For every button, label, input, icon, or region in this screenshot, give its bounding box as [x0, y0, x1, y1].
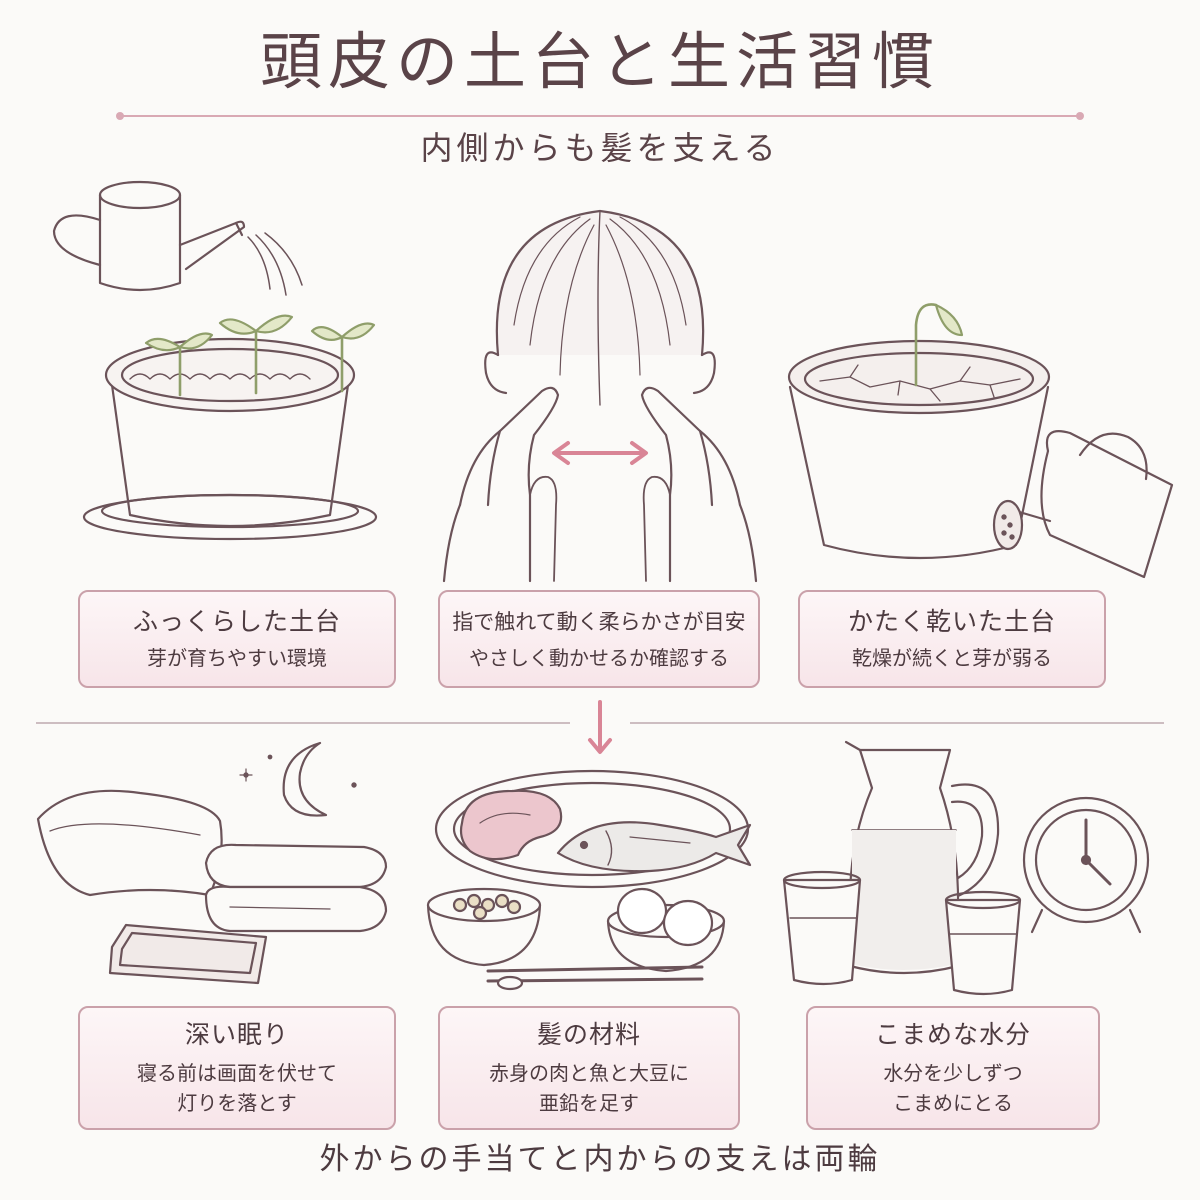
card-description: 芽が育ちやすい環境 — [147, 646, 327, 670]
card-healthy-soil: ふっくらした土台 芽が育ちやすい環境 — [78, 590, 396, 688]
card-description: 乾燥が続くと芽が弱る — [852, 646, 1052, 670]
food-plate-icon — [420, 765, 760, 1000]
card-description-line2: 灯りを落とす — [177, 1091, 297, 1115]
down-arrow-icon — [584, 698, 616, 762]
sprouting-pot-icon — [40, 165, 420, 585]
water-pitcher-icon — [780, 740, 1170, 1000]
card-dry-soil: かたく乾いた土台 乾燥が続くと芽が弱る — [798, 590, 1106, 688]
dry-pot-icon — [780, 285, 1180, 585]
card-description-line1: 赤身の肉と魚と大豆に — [489, 1061, 689, 1085]
card-description-line1: 寝る前は画面を伏せて — [137, 1061, 337, 1085]
card-hydration: こまめな水分 水分を少しずつ こまめにとる — [806, 1006, 1100, 1130]
card-description-line2: 亜鉛を足す — [539, 1091, 639, 1115]
footer-message: 外からの手当てと内からの支えは両輪 — [319, 1142, 881, 1177]
card-deep-sleep: 深い眠り 寝る前は画面を伏せて 灯りを落とす — [78, 1006, 396, 1130]
card-title: こまめな水分 — [874, 1020, 1031, 1049]
page-title: 頭皮の土台と生活習慣 — [259, 25, 940, 98]
card-title: ふっくらした土台 — [132, 607, 341, 636]
card-hair-nutrients: 髪の材料 赤身の肉と魚と大豆に 亜鉛を足す — [438, 1006, 740, 1130]
section-divider-left — [36, 722, 570, 724]
card-title: かたく乾いた土台 — [847, 607, 1056, 636]
card-title: 指で触れて動く柔らかさが目安 — [452, 610, 746, 634]
card-description: やさしく動かせるか確認する — [469, 646, 729, 670]
scalp-massage-icon — [430, 195, 770, 585]
card-description-line2: こまめにとる — [893, 1091, 1013, 1115]
card-description-line1: 水分を少しずつ — [883, 1061, 1023, 1085]
page-subtitle: 内側からも髪を支える — [420, 129, 780, 167]
section-divider-right — [630, 722, 1164, 724]
sleep-icon — [30, 735, 400, 1000]
card-title: 髪の材料 — [536, 1020, 641, 1049]
title-divider — [116, 112, 1084, 120]
card-title: 深い眠り — [184, 1020, 289, 1049]
card-scalp-softness: 指で触れて動く柔らかさが目安 やさしく動かせるか確認する — [438, 590, 760, 688]
